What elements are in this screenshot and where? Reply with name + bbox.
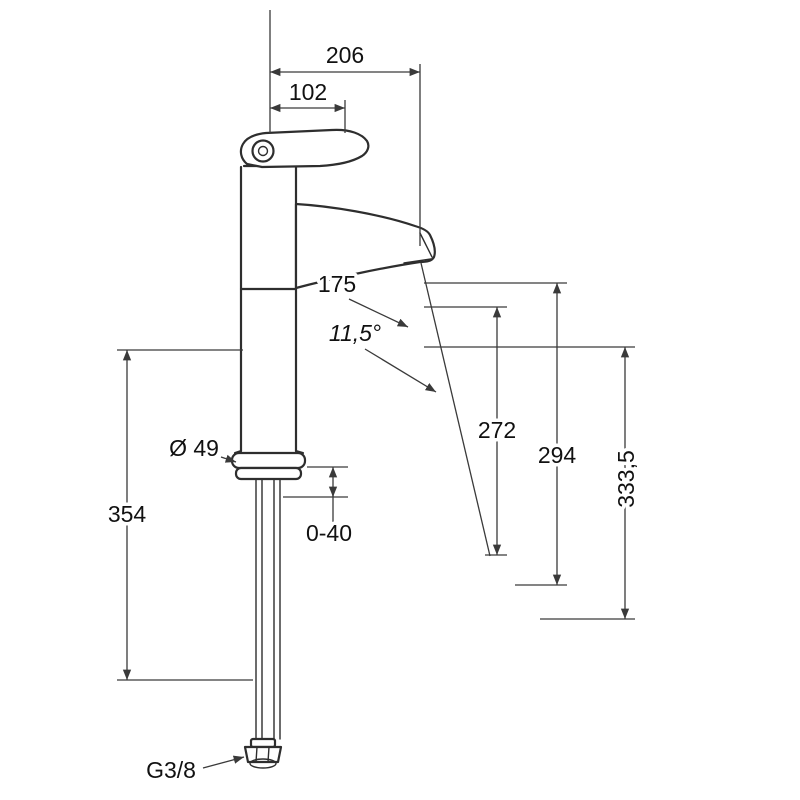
dim-0-40: 0-40 [283, 466, 356, 550]
dia-49: Ø 49 [166, 432, 237, 465]
stream-angle-line [420, 262, 491, 557]
dim-206-label: 206 [326, 42, 364, 68]
connector-nut [243, 745, 283, 764]
faucet-outline [230, 128, 491, 769]
dim-294: 294 [424, 282, 580, 586]
angle-leader [364, 348, 437, 393]
lever-cap-center [257, 145, 269, 157]
base-step-right [294, 449, 305, 455]
spout [294, 202, 436, 290]
base-escutcheon [230, 449, 307, 481]
dim-0-40-label: 0-40 [306, 520, 352, 546]
dim-272: 272 [424, 306, 520, 556]
dim-354: 354 [104, 349, 253, 681]
faucet-body [239, 164, 298, 453]
dim-102: 102 [270, 76, 346, 133]
angle-11-5: 11,5° [325, 317, 437, 393]
dim-333-5-label: 333,5 [613, 450, 639, 508]
dia-49-leader [220, 454, 237, 463]
base-disc [234, 466, 303, 481]
lever-cap [251, 139, 275, 163]
spout-outline [294, 202, 436, 290]
connector-tip [249, 758, 277, 769]
dia-49-label: Ø 49 [169, 435, 219, 461]
dim-294-label: 294 [538, 442, 577, 468]
aerator-line [403, 258, 432, 264]
connector-collar [249, 737, 277, 749]
dim-272-label: 272 [478, 417, 516, 443]
dim-175-label: 175 [318, 271, 356, 297]
dim-102-label: 102 [289, 79, 327, 105]
thread-g38: G3/8 [143, 754, 245, 787]
supply-hoses [255, 478, 281, 740]
dim-175: 175 [314, 268, 409, 328]
g38-leader [202, 755, 245, 769]
lever-outline [239, 128, 370, 169]
dim-175-leader [348, 298, 409, 328]
spout-face-crease [419, 232, 433, 258]
hose-connector [243, 737, 283, 769]
g38-label: G3/8 [146, 757, 196, 783]
base-oring [230, 451, 307, 470]
dim-333-5: 333,5 [424, 346, 643, 620]
dim-354-label: 354 [108, 501, 147, 527]
angle-label: 11,5° [329, 320, 381, 346]
lever-handle [239, 128, 370, 169]
dim-206: 206 [269, 10, 421, 246]
